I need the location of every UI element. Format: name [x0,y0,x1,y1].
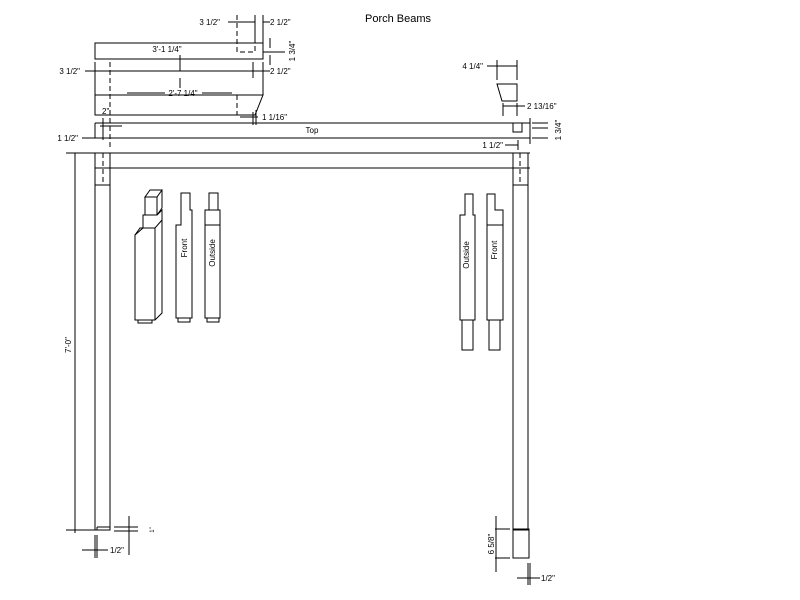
right-post [495,152,540,585]
top-beam-label: Top [306,126,319,135]
rafter-thickness-label: 1 3/4" [288,41,297,62]
tenon-width-label: 2" [102,107,109,116]
right-foot-width-label: 1/2" [541,574,555,583]
right-outside-face-label: Outside [462,241,471,269]
block-base-label: 2 13/16" [527,102,557,111]
bevel-label: 1 1/16" [262,113,287,122]
left-post [66,152,138,558]
tenon-depth-label: 1 1/2" [57,134,78,143]
right-front-face-label: Front [490,240,499,259]
rafter-notch-offset-label: 2 1/2" [270,18,291,27]
tenon-dim-lines [82,118,122,140]
right-notch-label: 1 1/2" [482,141,503,150]
rafter-length-label: 3'-1 1/4" [152,45,181,54]
left-outside-face-label: Outside [208,239,217,267]
drawing-title: Porch Beams [365,13,432,25]
post-detail-right-outside [459,193,476,351]
left-front-face-label: Front [180,238,189,257]
lower-rafter-piece [94,94,264,125]
right-thickness-label: 1 3/4" [554,120,563,141]
upper-rafter-piece [94,15,285,71]
post-height-label: 7'-0" [64,337,73,353]
post-detail-right-front [486,193,504,351]
post-detail-left-outside [204,192,221,323]
rafter-notch-width-label: 3 1/2" [199,18,220,27]
top-beam [94,122,531,139]
block-width-label: 4 1/4" [462,62,483,71]
overall-dimension-line [85,62,270,150]
post-detail-isometric [134,189,163,324]
right-foot-height-label: 6 5/8" [487,534,496,555]
right-block [487,60,548,150]
left-foot-width-label: 1/2" [110,546,124,555]
lower-right-offset-label: 2 1/2" [270,67,291,76]
lower-beam [95,152,530,169]
lower-left-offset-label: 3 1/2" [59,67,80,76]
left-foot-rise-label: 1" [150,527,156,532]
lower-length-label: 2'-7 1/4" [168,89,197,98]
post-detail-left-front [175,192,193,323]
